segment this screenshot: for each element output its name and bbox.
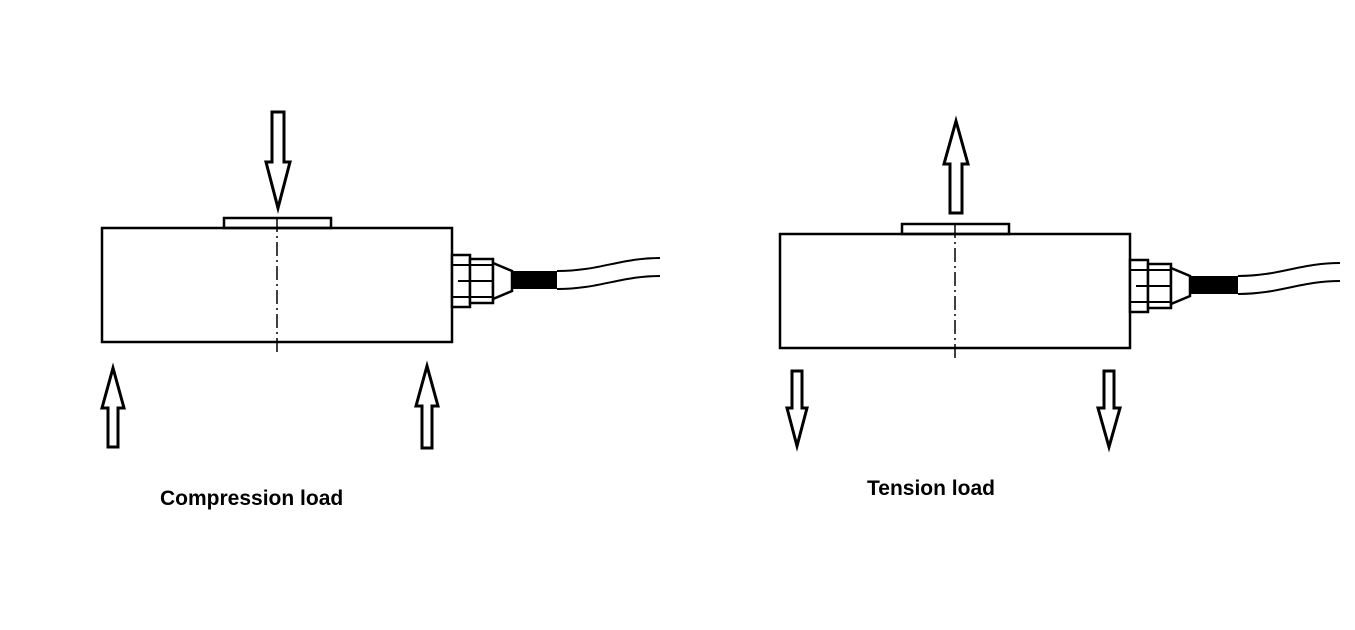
compression-arrow-bottom-left-up: [100, 362, 126, 449]
tension-cable-gland: [1128, 258, 1192, 314]
tension-arrow-bottom-right-down: [1096, 369, 1122, 453]
compression-cable-gland: [450, 253, 514, 309]
tension-strain-relief: [1190, 276, 1238, 294]
compression-load-caption: Compression load: [160, 487, 344, 510]
tension-load-caption: Tension load: [867, 477, 995, 500]
tension-load-cell: [778, 222, 1341, 358]
compression-strain-relief: [512, 271, 557, 289]
tension-arrow-bottom-left-down: [785, 369, 809, 452]
tension-cable: [1237, 262, 1341, 295]
compression-arrow-bottom-right-up: [414, 360, 440, 450]
tension-arrow-top-up: [942, 115, 970, 215]
compression-load-cell: [100, 216, 661, 352]
compression-arrow-top-down: [264, 110, 292, 214]
compression-cable: [556, 257, 661, 290]
